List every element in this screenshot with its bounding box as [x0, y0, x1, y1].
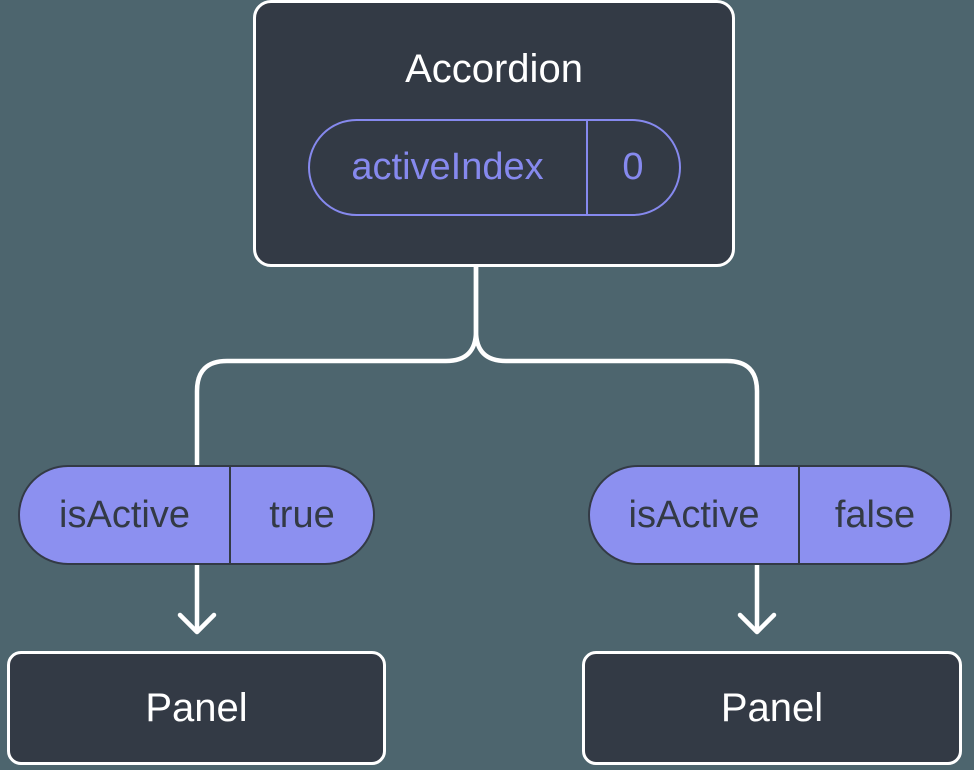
state-value-label: true	[269, 493, 335, 536]
is-active-pill-right: isActive false	[588, 465, 952, 565]
active-index-pill: activeIndex 0	[307, 119, 681, 216]
panel-node-title: Panel	[145, 685, 248, 730]
arrow-down-icon	[177, 612, 217, 635]
connector-left-branch	[194, 262, 479, 632]
state-name-label: isActive	[20, 467, 231, 563]
is-active-pill-left: isActive true	[18, 465, 375, 565]
connector-right-branch	[473, 262, 760, 632]
panel-node-right: Panel	[582, 651, 962, 765]
accordion-node-title: Accordion	[405, 47, 583, 91]
state-name-label: isActive	[590, 467, 800, 563]
accordion-node: Accordion activeIndex 0	[253, 0, 735, 267]
prop-value-label: 0	[622, 146, 644, 188]
prop-name-label: activeIndex	[310, 121, 588, 214]
panel-node-left: Panel	[7, 651, 386, 765]
arrow-down-icon	[737, 612, 777, 635]
panel-node-title: Panel	[720, 685, 824, 730]
state-value-label: false	[834, 493, 916, 536]
